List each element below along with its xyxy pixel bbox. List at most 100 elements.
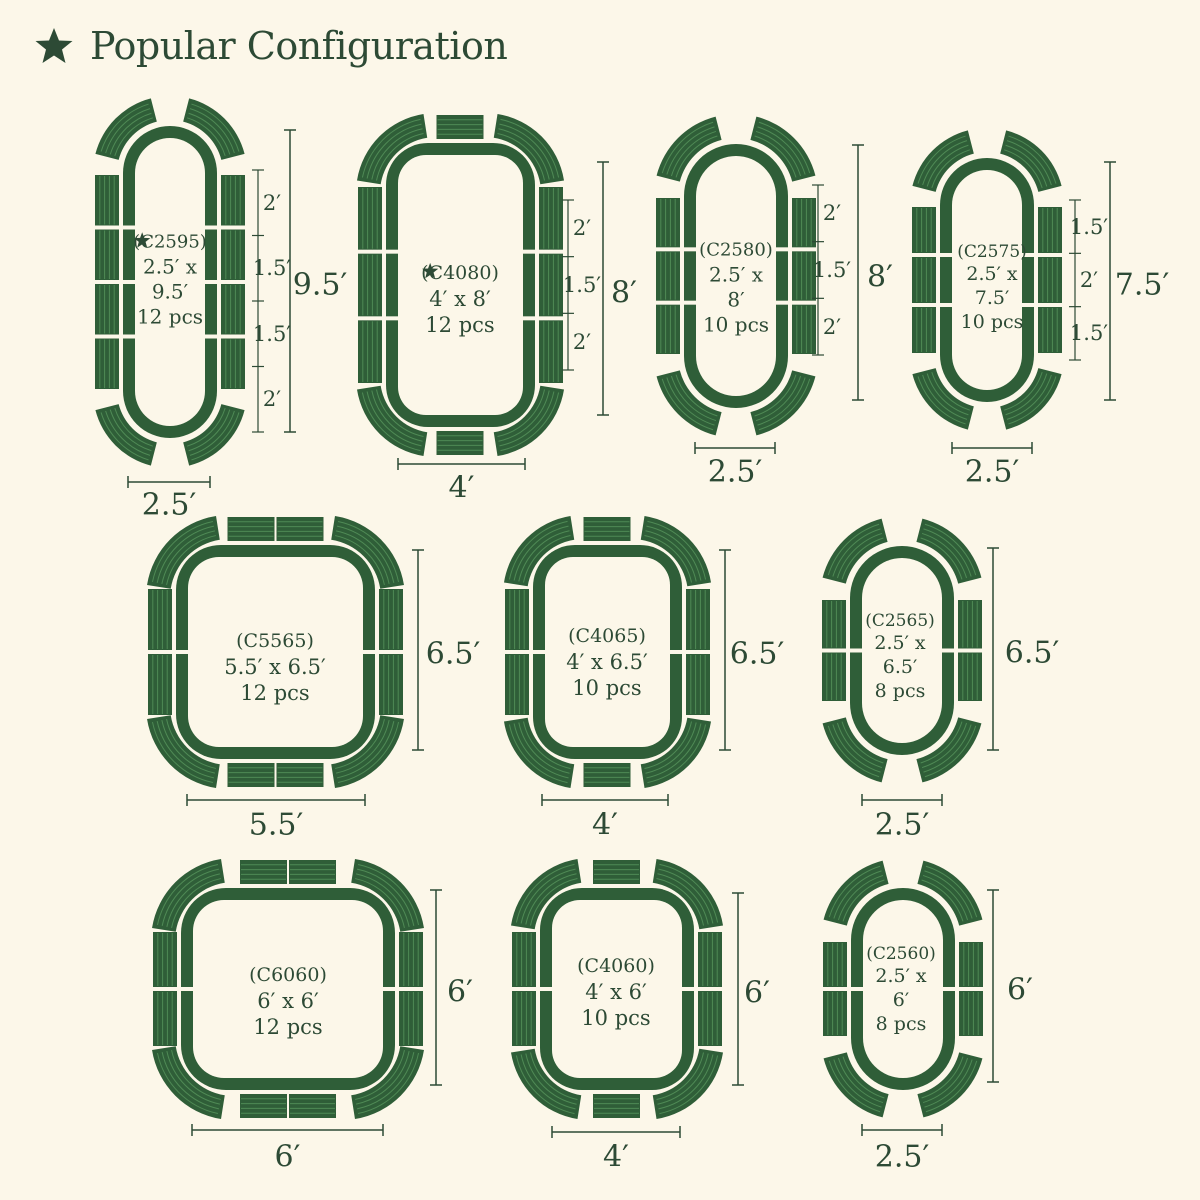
right-bed-1 [959,942,983,987]
corner-bed-tr [183,98,245,160]
right-bed-1 [686,589,710,650]
config-label: (C4065)4′ x 6.5′10 pcs [566,625,648,701]
corner-bed-br [183,404,245,466]
config-pieces: 10 pcs [581,1005,651,1030]
page-title: Popular Configuration [90,24,508,68]
ring-gap [384,316,400,321]
width-label: 2.5′ [141,487,197,523]
corner-bed-br [351,1046,424,1119]
left-bed-2 [823,991,847,1036]
bottom-bed-2 [289,1094,336,1118]
config-code: (C4060) [577,954,655,977]
top-bed-1 [583,517,631,541]
ring-gap [940,648,956,653]
config-size: 2.5′ x [874,632,926,654]
corner-bed-br [331,715,404,788]
right-bed-2 [539,253,563,317]
corner-bed-tr [640,515,712,587]
config-code: (C4080) [421,261,499,284]
corner-bed-tl [503,515,575,587]
corner-bed-tr [1000,130,1062,192]
config-size: 6′ x 6′ [257,988,319,1013]
ring-gap [174,650,190,654]
config-code: (C5565) [236,629,314,652]
corner-bed-tr [351,859,424,932]
width-label: 4′ [603,1139,629,1175]
width-label: 4′ [592,807,618,843]
corner-bed-bl [503,717,575,789]
config-size2: 6′ [892,988,910,1011]
corner-bed-tl [912,130,974,192]
left-bed-1 [153,932,177,987]
config-code: (C2575) [957,241,1027,262]
frame-interior [398,155,523,415]
segment-label: 1.5′ [1069,321,1109,346]
right-bed-1 [792,198,816,248]
right-bed-2 [958,652,982,701]
config-size2: 6.5′ [882,655,918,678]
left-bed-2 [505,654,529,715]
config-size2: 9.5′ [151,278,189,303]
ring-gap [361,650,377,654]
bottom-bed-1 [227,763,275,787]
corner-bed-bl [656,370,722,436]
config-label: (C4060)4′ x 6′10 pcs [577,955,655,1031]
bottom-bed-1 [436,431,484,455]
length-label: 6.5′ [425,636,481,672]
frame-interior [863,900,943,1078]
left-bed-2 [358,253,382,317]
config-pieces: 12 pcs [136,303,204,328]
left-bed-4 [95,338,119,389]
right-bed-2 [792,251,816,301]
corner-bed-br [750,370,816,436]
corner-bed-tr [493,113,565,185]
ring-gap [203,225,219,230]
config-size: 2.5′ x [143,253,197,278]
left-bed-1 [512,932,536,987]
right-bed-2 [686,654,710,715]
left-bed-1 [148,589,172,650]
length-label: 6.5′ [729,636,785,672]
corner-bed-bl [95,404,157,466]
corner-bed-tr [652,858,724,930]
config-size2: 7.5′ [974,286,1010,309]
config-size: 4′ x 6′ [585,979,647,1004]
length-label: 6′ [447,974,473,1009]
bottom-bed-2 [276,763,324,787]
right-bed-1 [958,600,982,649]
left-bed-2 [912,257,936,303]
width-label: 4′ [448,470,475,506]
right-bed-2 [399,991,423,1046]
length-label: 7.5′ [1114,267,1170,303]
left-bed-2 [153,991,177,1046]
corner-bed-br [916,717,982,783]
ring-gap [203,334,219,339]
right-bed-3 [221,284,245,335]
config-pieces: 8 pcs [875,1012,927,1035]
right-bed-1 [539,187,563,250]
config-pieces: 12 pcs [253,1014,323,1039]
ring-gap [848,648,864,653]
config-pieces: 10 pcs [960,310,1024,333]
width-label: 6′ [274,1139,301,1175]
left-bed-1 [823,942,847,987]
segment-label: 2′ [1079,268,1099,292]
frame-interior [952,170,1022,390]
ring-gap [521,316,537,321]
corner-bed-br [493,385,565,457]
left-bed-3 [358,320,382,383]
popular-star-icon [422,262,439,279]
length-label: 8′ [867,259,893,294]
frame-interior [193,900,383,1078]
corner-bed-tl [356,113,428,185]
star-icon [35,28,73,63]
right-bed-2 [959,991,983,1036]
corner-bed-br [652,1048,724,1120]
ring-gap [121,280,137,284]
corner-bed-bl [152,1046,225,1119]
config-size: 5.5′ x 6.5′ [224,654,326,679]
